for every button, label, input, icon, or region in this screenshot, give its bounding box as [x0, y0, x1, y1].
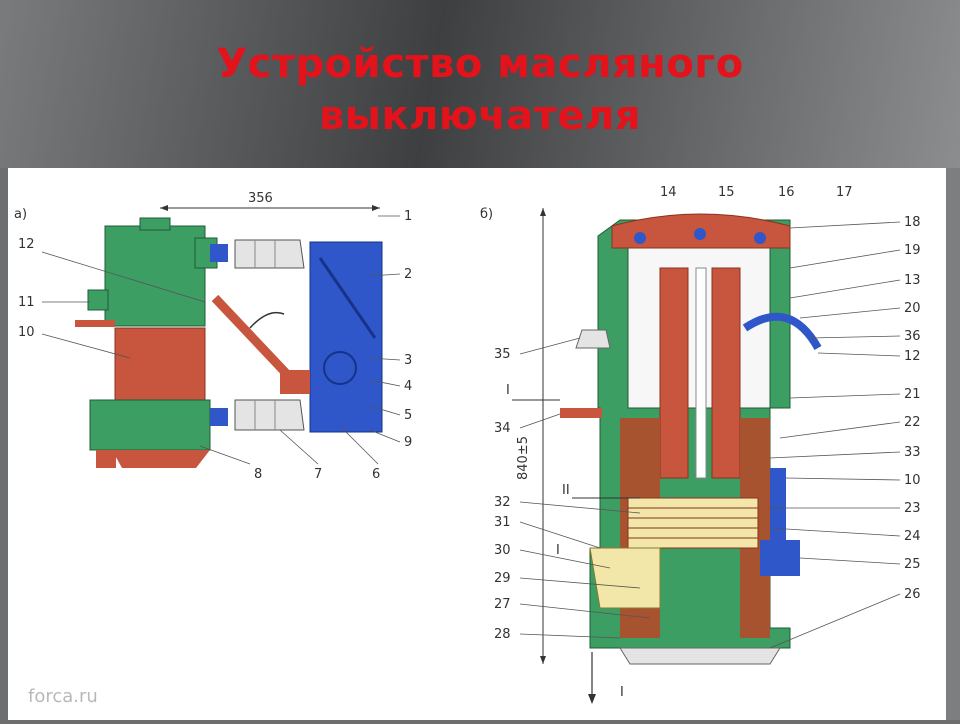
central-rod: [695, 267, 707, 479]
left-callouts-b: 35 34 32 31 30 29 27 28: [494, 347, 511, 642]
arc-plates: [627, 497, 759, 549]
callout-b-18: 18: [904, 215, 921, 230]
callout-a-11: 11: [18, 295, 35, 310]
callout-b-32: 32: [494, 495, 511, 510]
callout-a-7: 7: [314, 467, 322, 482]
upper-housing: [104, 225, 206, 327]
diagram-panel: а) 356: [0, 168, 960, 720]
callout-a-10: 10: [18, 325, 35, 340]
title-line-2: выключателя: [318, 93, 642, 139]
base-plate-b: [619, 647, 781, 665]
callout-b-16: 16: [778, 185, 795, 200]
callout-b-20: 20: [904, 301, 921, 316]
callout-a-6: 6: [372, 467, 380, 482]
callout-b-13: 13: [904, 273, 921, 288]
dimension-840-label: 840±5: [516, 436, 531, 480]
callout-b-26: 26: [904, 587, 921, 602]
callout-a-5: 5: [404, 408, 412, 423]
drive-gear: [323, 351, 357, 385]
middle-cylinder: [114, 327, 206, 401]
slide-header: Устройство масляного выключателя: [0, 0, 960, 168]
callout-b-19: 19: [904, 243, 921, 258]
drive-frame: [309, 241, 383, 433]
right-callouts-b: 18 19 13 20 36 12 21 22 33 10 23 24 25 2…: [904, 215, 921, 602]
callout-a-4: 4: [404, 379, 412, 394]
arc-plate-lines: [628, 507, 758, 539]
callout-b-15: 15: [718, 185, 735, 200]
callout-b-27: 27: [494, 597, 511, 612]
callout-b-25: 25: [904, 557, 921, 572]
callout-b-22: 22: [904, 415, 921, 430]
callout-b-36: 36: [904, 329, 921, 344]
dimension-arrow-right: [372, 205, 380, 211]
oil-reservoir: [589, 547, 661, 609]
callout-b-24: 24: [904, 529, 921, 544]
base-plate: [112, 450, 210, 468]
section-mark-I-bottom: I: [620, 685, 624, 700]
callout-b-12: 12: [904, 349, 921, 364]
outlet-bushing: [575, 329, 611, 349]
callout-b-33: 33: [904, 445, 921, 460]
callout-a-3: 3: [404, 353, 412, 368]
title-line-1: Устройство масляного: [216, 41, 744, 87]
operating-rod: [211, 294, 304, 392]
drain-valve: [760, 540, 800, 576]
callout-b-10: 10: [904, 473, 921, 488]
upper-insulator: [210, 239, 305, 269]
callout-b-30: 30: [494, 543, 511, 558]
callout-b-29: 29: [494, 571, 511, 586]
side-nozzle: [560, 408, 602, 418]
lower-insulator: [210, 399, 305, 431]
rotation-arrow: [249, 311, 285, 329]
dimension-arrow-top: [540, 208, 546, 216]
lower-housing: [89, 399, 211, 451]
top-cap: [139, 217, 171, 231]
source-watermark: forca.ru: [28, 686, 98, 707]
diagram-svg: а) 356: [14, 185, 921, 704]
callout-b-35: 35: [494, 347, 511, 362]
section-mark-I-middle: I: [556, 543, 560, 558]
side-rod: [75, 320, 115, 327]
dimension-356-label: 356: [248, 191, 273, 206]
top-bolts: [634, 228, 766, 244]
figure-b: б) 840±5: [480, 185, 921, 704]
callout-b-34: 34: [494, 421, 511, 436]
leader-lines-b-left: [519, 337, 651, 639]
linkage-arm: [742, 312, 822, 351]
dimension-arrow-left: [160, 205, 168, 211]
callout-b-23: 23: [904, 501, 921, 516]
section-arrow-head: [588, 694, 596, 704]
callout-b-31: 31: [494, 515, 511, 530]
callout-b-21: 21: [904, 387, 921, 402]
contact-rod-left: [659, 267, 689, 479]
side-bolt: [87, 289, 109, 311]
callout-a-2: 2: [404, 267, 412, 282]
callout-b-14: 14: [660, 185, 677, 200]
leader-lines-a: [41, 215, 401, 465]
contact-rod-right: [711, 267, 741, 479]
figure-b-label: б): [480, 207, 493, 222]
figure-a: а) 356: [14, 191, 412, 482]
slide-title: Устройство масляного выключателя: [80, 38, 880, 142]
dimension-arrow-bottom: [540, 656, 546, 664]
callout-a-12: 12: [18, 237, 35, 252]
base-foot: [96, 450, 116, 468]
callout-a-9: 9: [404, 435, 412, 450]
leader-lines-b-right: [769, 221, 901, 649]
panel-right-edge: [946, 168, 960, 720]
callout-b-17: 17: [836, 185, 853, 200]
section-mark-II: II: [562, 483, 570, 498]
panel-left-edge: [0, 168, 8, 720]
drive-spring: [318, 257, 377, 339]
section-mark-I-upper: I: [506, 383, 510, 398]
callout-a-1: 1: [404, 209, 412, 224]
figure-a-label: а): [14, 207, 27, 222]
callout-b-28: 28: [494, 627, 511, 642]
callout-a-8: 8: [254, 467, 262, 482]
